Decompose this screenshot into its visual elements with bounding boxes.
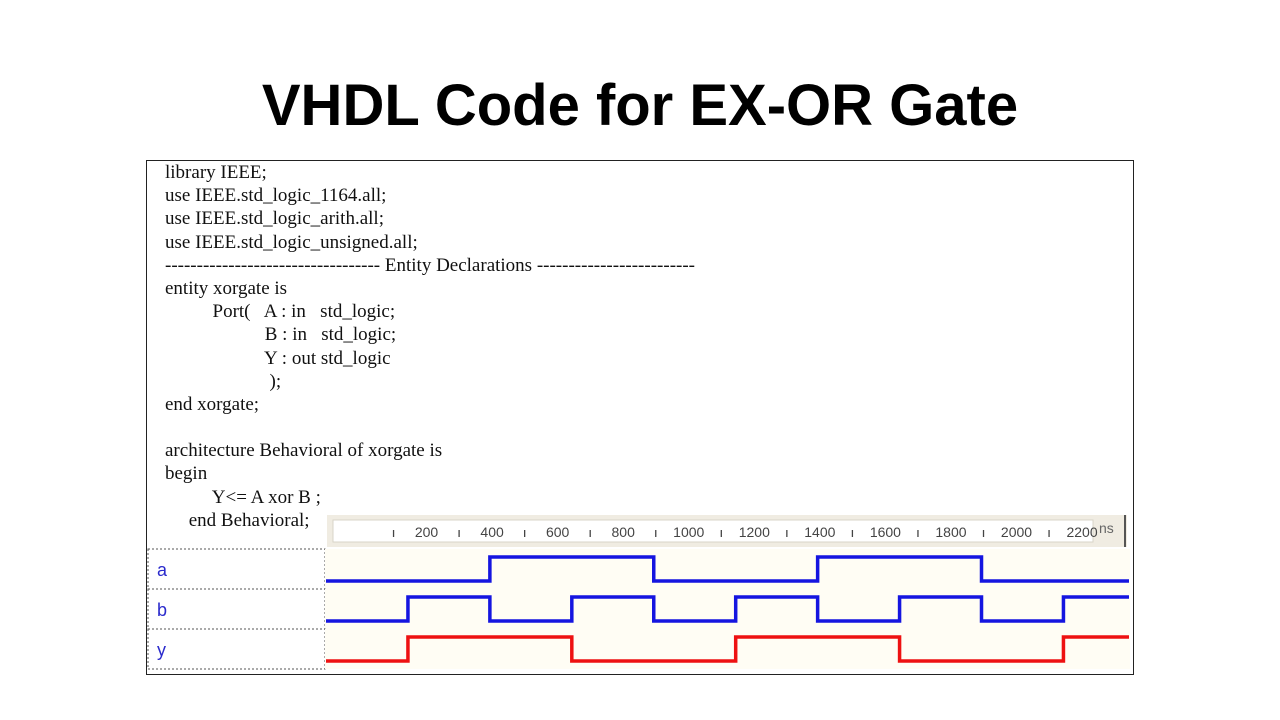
code-line: use IEEE.std_logic_unsigned.all; <box>165 231 418 253</box>
signal-trace-bg <box>325 549 1130 589</box>
timeline-scale <box>332 519 1094 543</box>
slide-title: VHDL Code for EX-OR Gate <box>261 73 1019 138</box>
time-tick-label: 1800 <box>935 524 966 540</box>
time-tick-label: 1600 <box>870 524 901 540</box>
time-tick-label: 2200 <box>1066 524 1097 540</box>
time-tick-label: 200 <box>415 524 439 540</box>
waveform-trace-b <box>326 595 1129 623</box>
signal-name-b: b <box>157 600 167 620</box>
code-line: ---------------------------------- Entit… <box>165 254 696 276</box>
time-tick-label: 800 <box>612 524 636 540</box>
code-line <box>165 416 695 439</box>
code-line: Y : out std_logic <box>165 347 391 369</box>
vhdl-code-block: library IEEE;use IEEE.std_logic_1164.all… <box>165 161 695 532</box>
code-line: B : in std_logic; <box>165 324 397 346</box>
code-line: use IEEE.std_logic_arith.all; <box>165 208 384 230</box>
time-tick-label: 400 <box>480 524 504 540</box>
code-line: architecture Behavioral of xorgate is <box>165 440 443 462</box>
time-unit-label: ns <box>1099 520 1114 536</box>
waveform-trace-a <box>326 555 1129 583</box>
waveform-svg: 200 400 600 800 1000 1200 1400 1600 1800 2000 2200… <box>147 515 1130 670</box>
code-line: library IEEE; <box>165 162 267 183</box>
time-tick-label: 1400 <box>804 524 835 540</box>
code-line: Port( A : in std_logic; <box>165 301 396 323</box>
signal-name-y: y <box>157 640 166 660</box>
code-line: end Behavioral; <box>165 509 310 531</box>
code-line: use IEEE.std_logic_1164.all; <box>165 185 387 207</box>
code-panel: library IEEE;use IEEE.std_logic_1164.all… <box>146 160 1134 675</box>
time-tick-label: 2000 <box>1001 524 1032 540</box>
code-line: end xorgate; <box>165 393 260 415</box>
time-tick-label: 600 <box>546 524 570 540</box>
time-tick-label: 1000 <box>673 524 704 540</box>
signal-name-a: a <box>157 560 168 580</box>
time-tick-label: 1200 <box>739 524 770 540</box>
signal-name-cell <box>147 628 326 670</box>
code-line: begin <box>165 463 208 485</box>
code-line: Y<= A xor B ; <box>165 486 321 508</box>
signal-name-cell <box>147 548 326 590</box>
waveform-trace-y <box>326 635 1129 663</box>
signal-trace-bg <box>325 589 1130 629</box>
code-line: entity xorgate is <box>165 277 288 299</box>
code-line: ); <box>165 370 282 392</box>
waveform-panel: 200 400 600 800 1000 1200 1400 1600 1800 2000 2200… <box>147 515 1133 674</box>
signal-name-cell <box>147 588 326 630</box>
signal-trace-bg <box>325 629 1130 669</box>
